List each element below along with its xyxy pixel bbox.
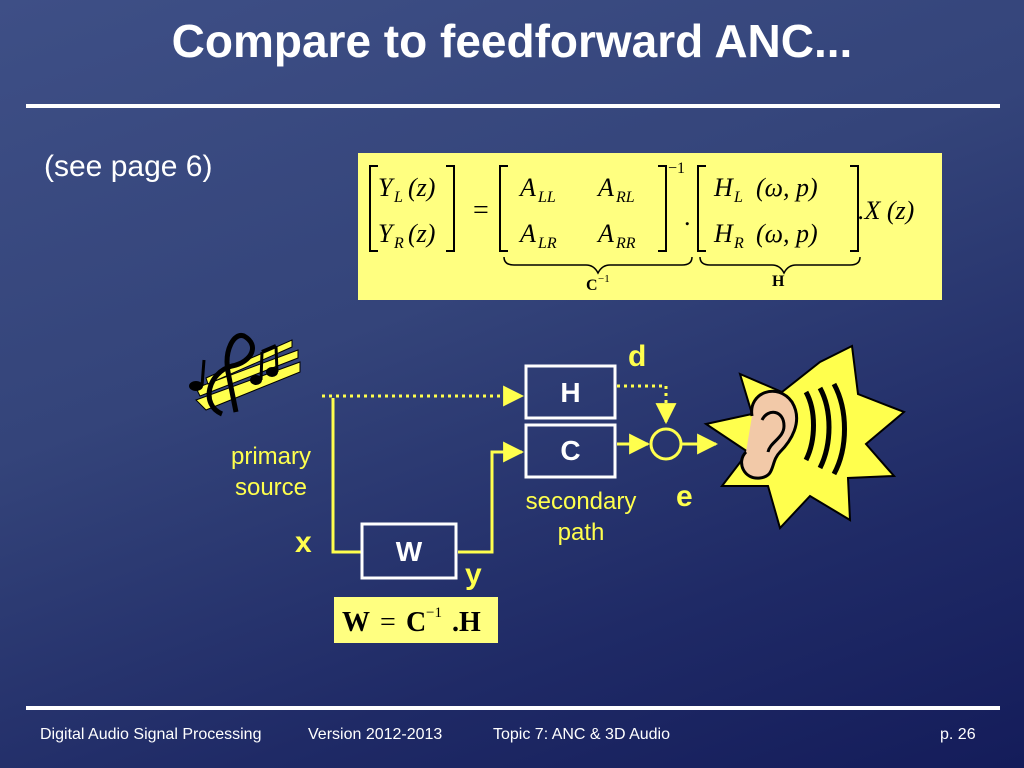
formula-H: .H (452, 607, 481, 638)
y-signal-line (458, 441, 525, 554)
box-W (360, 522, 458, 580)
eq-sub: R (733, 235, 744, 252)
eq-sub: RL (615, 189, 635, 206)
eq-z: (z) (408, 173, 435, 202)
eq-z: (z) (408, 219, 435, 248)
primary-source-label: primary source (212, 441, 330, 503)
primary-source-line1: primary (230, 443, 311, 470)
eq-dot: . (684, 202, 691, 231)
w-formula-box: W = C −1 .H (334, 597, 498, 643)
box-H (524, 364, 617, 420)
d-signal-line (617, 384, 677, 425)
eq-X: .X (z) (858, 196, 914, 225)
formula-C: C (406, 607, 426, 638)
eq-omega: (ω, p) (756, 173, 818, 202)
summing-node (649, 427, 683, 461)
eq-H: H (713, 219, 734, 248)
w-formula: W = C −1 .H (342, 605, 481, 638)
eq-sub: LL (537, 189, 556, 206)
eq-omega: (ω, p) (756, 219, 818, 248)
box-W-label: W (395, 536, 423, 567)
eq-sub: RR (615, 235, 636, 252)
footer-topic: Topic 7: ANC & 3D Audio (493, 726, 670, 743)
secondary-path-label: secondary path (506, 486, 656, 548)
eq-A: A (518, 173, 536, 202)
box-C-label: C (560, 435, 581, 466)
box-H-label: H (560, 377, 581, 408)
signal-y-label: y (465, 558, 482, 591)
eq-Y: Y (378, 173, 395, 202)
eq-sub: L (393, 189, 403, 206)
eq-Y: Y (378, 219, 395, 248)
formula-sup: −1 (426, 605, 442, 621)
eq-sub: LR (537, 235, 557, 252)
title-divider (26, 104, 1000, 108)
eq-inverse: −1 (668, 160, 685, 177)
brace-label-sup: −1 (598, 273, 610, 285)
signal-d-label: d (628, 340, 647, 373)
eq-H: H (713, 173, 734, 202)
box-C (524, 423, 617, 479)
footer-course: Digital Audio Signal Processing (40, 726, 262, 743)
footer-page-number: p. 26 (940, 726, 976, 743)
ear-starburst-icon (703, 344, 906, 530)
formula-W: W (342, 607, 370, 638)
footer-version: Version 2012-2013 (308, 726, 443, 743)
signal-e-label: e (676, 480, 693, 513)
eq-A: A (518, 219, 536, 248)
equation-panel: Y L (z) Y R (z) = A LL A RL A LR A RR −1… (358, 153, 942, 300)
slide-title: Compare to feedforward ANC... (171, 15, 853, 67)
signal-x-label: x (295, 526, 312, 559)
brace-label-C: C (586, 277, 598, 294)
eq-sub: R (393, 235, 404, 252)
footer-divider (26, 706, 1000, 710)
equation-matrix: Y L (z) Y R (z) = A LL A RL A LR A RR −1… (369, 160, 914, 294)
eq-sub: L (733, 189, 743, 206)
music-notes-icon (189, 333, 301, 417)
page-reference: (see page 6) (44, 150, 213, 183)
formula-eq: = (380, 607, 396, 638)
secondary-path-line2: path (557, 519, 605, 546)
secondary-path-line1: secondary (525, 488, 637, 515)
x-signal-line (331, 398, 362, 554)
eq-equals: = (473, 195, 489, 226)
eq-A: A (596, 219, 614, 248)
primary-source-line2: source (234, 474, 308, 501)
eq-A: A (596, 173, 614, 202)
brace-label-H: H (772, 273, 785, 290)
